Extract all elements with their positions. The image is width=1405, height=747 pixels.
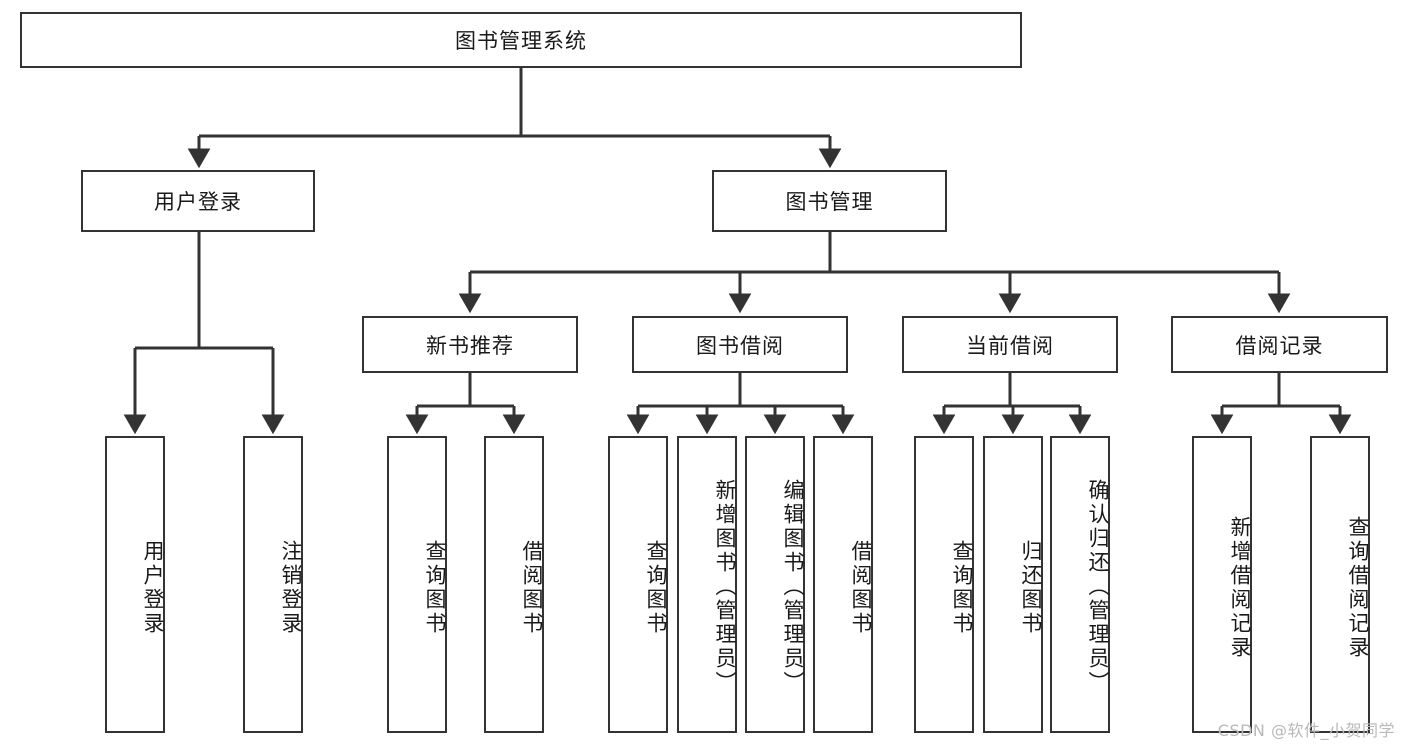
node-leaf-add-record[interactable]: 新增借阅记录 [1192, 436, 1252, 733]
watermark-text: CSDN @软件_小贺同学 [1217, 721, 1395, 740]
node-new-book-recommend-label: 新书推荐 [426, 333, 514, 358]
node-leaf-query-book-1-label: 查询图书 [423, 539, 447, 636]
node-new-book-recommend[interactable]: 新书推荐 [362, 316, 578, 373]
node-leaf-borrow-book-2-label: 借阅图书 [849, 539, 873, 636]
node-leaf-user-login[interactable]: 用户登录 [105, 436, 165, 733]
node-leaf-query-record-label: 查询借阅记录 [1346, 515, 1370, 660]
node-borrow-record-label: 借阅记录 [1235, 333, 1324, 358]
node-leaf-return-book-label: 归还图书 [1019, 539, 1043, 636]
node-leaf-borrow-book-1-label: 借阅图书 [520, 539, 544, 636]
node-leaf-logout-login[interactable]: 注销登录 [243, 436, 303, 733]
node-leaf-add-book[interactable]: 新增图书（管理员） [677, 436, 737, 733]
node-leaf-edit-book[interactable]: 编辑图书（管理员） [745, 436, 805, 733]
node-leaf-query-book-3[interactable]: 查询图书 [914, 436, 974, 733]
node-book-manage-label: 图书管理 [785, 190, 874, 214]
node-leaf-query-record[interactable]: 查询借阅记录 [1310, 436, 1370, 733]
node-leaf-query-book-2[interactable]: 查询图书 [608, 436, 668, 733]
node-leaf-confirm-return-label: 确认归还（管理员） [1086, 478, 1110, 695]
node-leaf-add-record-label: 新增借阅记录 [1228, 515, 1252, 660]
node-leaf-return-book[interactable]: 归还图书 [983, 436, 1043, 733]
node-root-label: 图书管理系统 [455, 29, 587, 53]
node-current-borrow[interactable]: 当前借阅 [902, 316, 1118, 373]
node-book-borrow-label: 图书借阅 [696, 333, 784, 358]
node-leaf-borrow-book-1[interactable]: 借阅图书 [484, 436, 544, 733]
node-leaf-add-book-label: 新增图书（管理员） [713, 478, 737, 695]
node-leaf-logout-login-label: 注销登录 [279, 539, 303, 636]
node-user-login-label: 用户登录 [154, 190, 242, 214]
node-borrow-record[interactable]: 借阅记录 [1171, 316, 1388, 373]
node-leaf-edit-book-label: 编辑图书（管理员） [781, 478, 805, 695]
node-leaf-user-login-label: 用户登录 [141, 539, 165, 636]
node-current-borrow-label: 当前借阅 [966, 333, 1054, 358]
node-leaf-query-book-3-label: 查询图书 [950, 539, 974, 636]
node-user-login[interactable]: 用户登录 [81, 170, 315, 232]
node-leaf-confirm-return[interactable]: 确认归还（管理员） [1050, 436, 1110, 733]
node-leaf-query-book-2-label: 查询图书 [644, 539, 668, 636]
node-root[interactable]: 图书管理系统 [20, 12, 1022, 68]
node-book-manage[interactable]: 图书管理 [712, 170, 947, 232]
node-book-borrow[interactable]: 图书借阅 [632, 316, 848, 373]
node-leaf-query-book-1[interactable]: 查询图书 [387, 436, 447, 733]
node-leaf-borrow-book-2[interactable]: 借阅图书 [813, 436, 873, 733]
